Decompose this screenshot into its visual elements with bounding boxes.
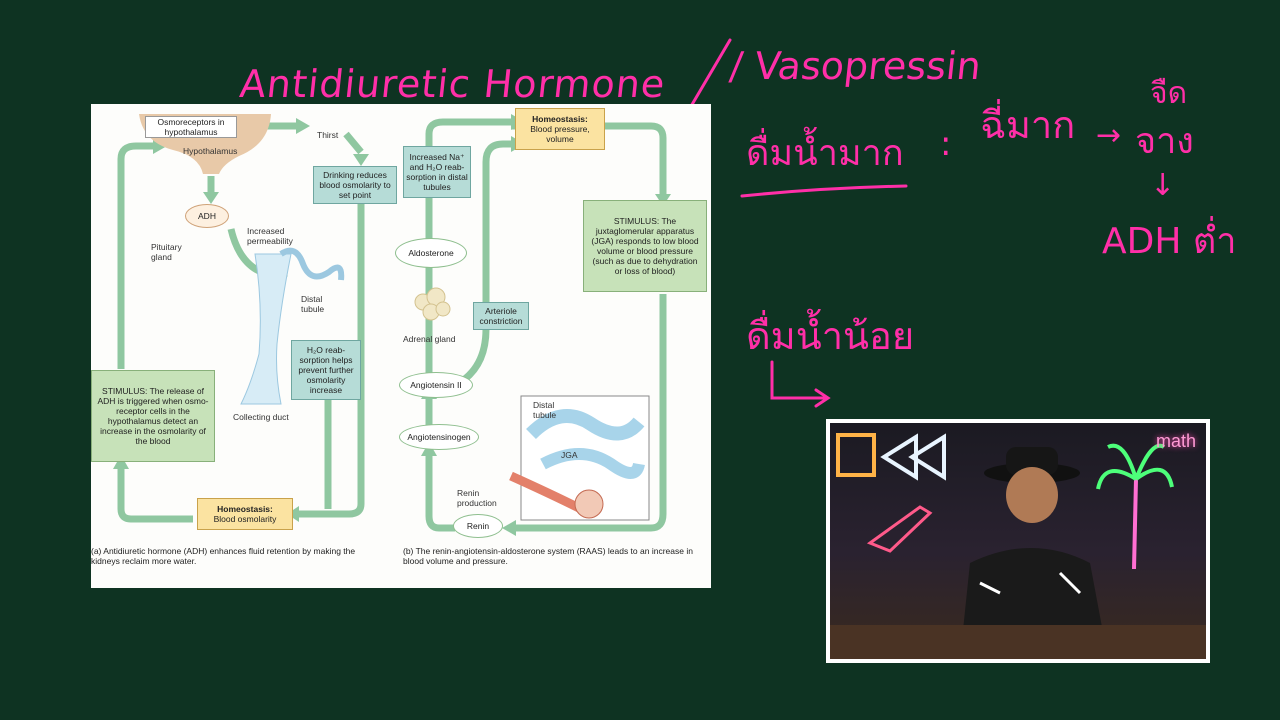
handwritten-dilute: จาง bbox=[1135, 121, 1194, 162]
h2o-reabsorption-box: H₂O reab-sorption helps prevent further … bbox=[291, 340, 361, 400]
caption-b: (b) The renin-angiotensin-aldosterone sy… bbox=[403, 546, 693, 566]
neon-palm-icon bbox=[1096, 443, 1174, 569]
handwritten-colon: : bbox=[940, 124, 952, 164]
homeostasis-osmolarity-title: Homeostasis: bbox=[217, 504, 273, 514]
angiotensin-ii-oval: Angiotensin II bbox=[399, 372, 473, 398]
thirst-label: Thirst bbox=[317, 130, 339, 140]
adrenal-gland-label: Adrenal gland bbox=[403, 334, 456, 344]
webcam-video: math bbox=[830, 423, 1206, 659]
distal-tubule-label-left: Distal tubule bbox=[301, 294, 325, 314]
aldosterone-oval: Aldosterone bbox=[395, 238, 467, 268]
adh-oval: ADH bbox=[185, 204, 229, 228]
renin-oval: Renin bbox=[453, 514, 503, 538]
pituitary-label: Pituitary gland bbox=[151, 242, 182, 262]
neon-rewind-icon bbox=[836, 433, 946, 481]
neon-rocket-icon bbox=[866, 505, 933, 553]
renin-production-label: Renin production bbox=[457, 488, 497, 508]
desk bbox=[830, 625, 1206, 659]
handwritten-down-arrow: ↓ bbox=[1150, 168, 1176, 203]
collecting-duct-shape bbox=[240, 253, 292, 405]
jga-label: JGA bbox=[561, 450, 578, 460]
neon-math-sign: math bbox=[1155, 431, 1196, 451]
hormone-diagram-figure: Osmoreceptors in hypothalamus Hypothalam… bbox=[91, 104, 711, 588]
homeostasis-pressure-box: Homeostasis: Blood pressure, volume bbox=[515, 108, 605, 150]
adh-stimulus-box: STIMULUS: The release of ADH is triggere… bbox=[91, 370, 215, 462]
kidney-tubule-illustration bbox=[509, 395, 650, 521]
handwritten-arrow: → bbox=[1096, 118, 1122, 153]
caption-a: (a) Antidiuretic hormone (ADH) enhances … bbox=[91, 546, 356, 566]
homeostasis-pressure-title: Homeostasis: bbox=[532, 114, 588, 124]
homeostasis-osmolarity-box: Homeostasis: Blood osmolarity bbox=[197, 498, 293, 530]
drinking-box: Drinking reduces blood osmolarity to set… bbox=[313, 166, 397, 204]
increased-permeability-label: Increased permeability bbox=[247, 226, 293, 246]
adrenal-gland-shape bbox=[414, 287, 451, 321]
handwritten-dilute-top: จืด bbox=[1150, 76, 1188, 111]
arteriole-constriction-box: Arteriole constriction bbox=[473, 302, 529, 330]
osmoreceptors-box: Osmoreceptors in hypothalamus bbox=[145, 116, 237, 138]
angiotensinogen-oval: Angiotensinogen bbox=[399, 424, 479, 450]
handwritten-drink-little: ดื่มน้ำน้อย bbox=[746, 314, 915, 358]
hypothalamus-label: Hypothalamus bbox=[183, 146, 238, 156]
collecting-duct-label: Collecting duct bbox=[233, 412, 289, 422]
jga-stimulus-box: STIMULUS: The juxtaglomerular apparatus … bbox=[583, 200, 707, 292]
na-reabsorption-box: Increased Na⁺ and H₂O reab-sorption in d… bbox=[403, 146, 471, 198]
handwritten-drink-much: ดื่มน้ำมาก bbox=[746, 133, 904, 174]
homeostasis-osmolarity-text: Blood osmolarity bbox=[213, 514, 277, 524]
handwritten-adh-low: ADH ต่ำ bbox=[1102, 221, 1237, 262]
handwritten-pee-much: ฉี่มาก bbox=[980, 103, 1076, 147]
homeostasis-pressure-text: Blood pressure, volume bbox=[530, 124, 590, 144]
diagram-arrows bbox=[113, 114, 671, 536]
distal-tubule-label-right: Distal tubule bbox=[533, 400, 557, 420]
webcam-overlay: math bbox=[826, 419, 1210, 663]
